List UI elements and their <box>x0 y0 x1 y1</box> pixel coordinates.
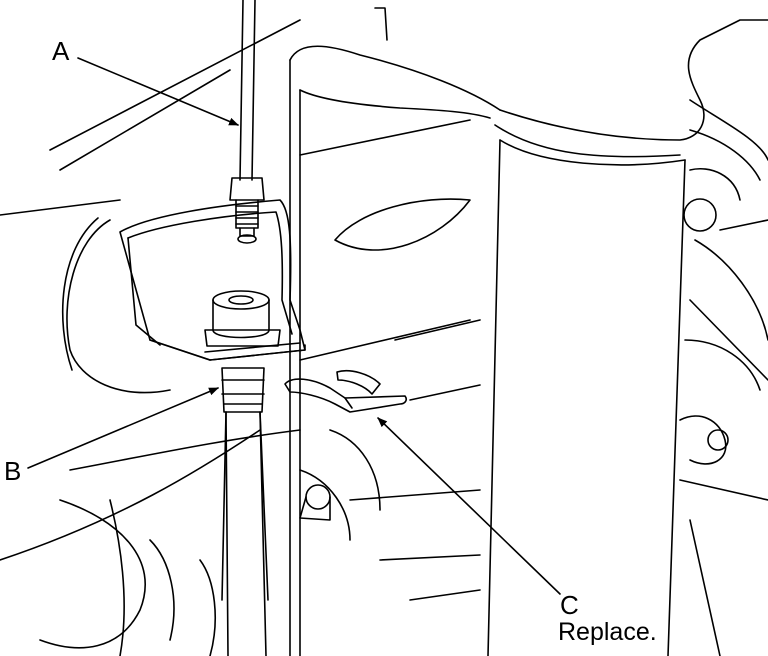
callout-leaders <box>27 57 561 595</box>
background-body-panels <box>0 7 481 656</box>
brake-line-upper <box>239 0 256 181</box>
retaining-clip <box>284 369 407 413</box>
callout-label-a: A <box>52 36 70 66</box>
hose-fitting <box>204 290 281 347</box>
flare-nut <box>229 177 265 244</box>
callout-label-b: B <box>4 456 22 486</box>
strut-assembly <box>289 19 768 656</box>
leader-c <box>377 417 561 595</box>
mounting-bracket <box>119 199 306 361</box>
callout-label-c: C <box>560 590 579 620</box>
flexible-hose <box>221 367 269 656</box>
callout-note-replace: Replace. <box>558 618 657 646</box>
leader-b <box>27 387 219 469</box>
leader-a <box>77 57 239 126</box>
